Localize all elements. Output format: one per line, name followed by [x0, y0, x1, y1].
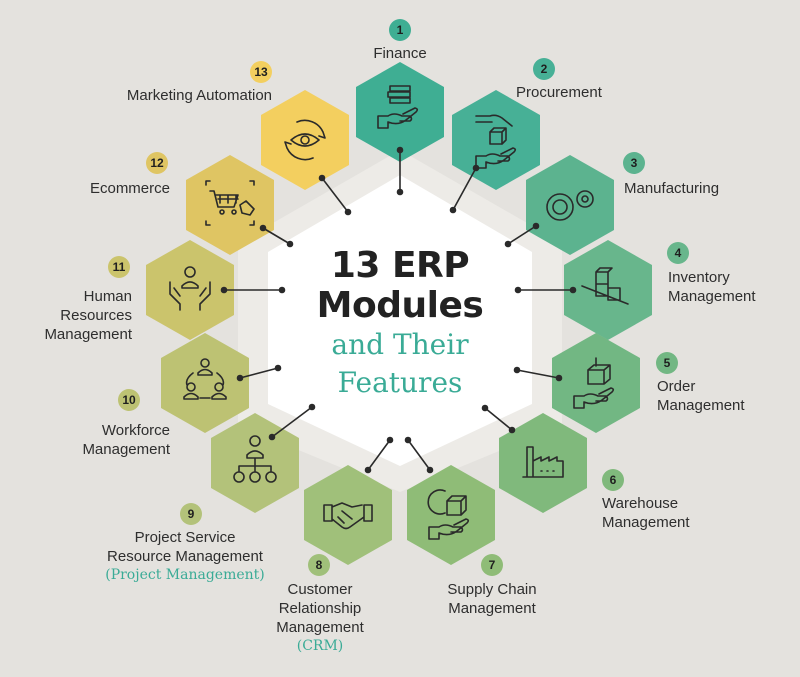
connector-dot — [396, 146, 404, 154]
badge-supply-chain: 7 — [481, 554, 503, 576]
connector-line — [452, 167, 477, 211]
connector-dot — [508, 426, 516, 434]
badge-project: 9 — [180, 503, 202, 525]
module-hexagon-11 — [146, 240, 234, 340]
badge-procurement: 2 — [533, 58, 555, 80]
label-marketing: Marketing Automation — [126, 87, 272, 104]
connector-dot — [449, 206, 457, 214]
handshake-icon — [323, 502, 373, 530]
label-procurement: Procurement — [516, 84, 602, 101]
label-hr: Human Resources Management — [44, 288, 132, 343]
connector-dot — [513, 366, 521, 374]
label-order: Order Management — [657, 378, 745, 414]
factory-icon — [522, 446, 564, 478]
badge-inventory: 4 — [667, 242, 689, 264]
connector-dot — [286, 240, 294, 248]
badge-hr: 11 — [108, 256, 130, 278]
connector-line — [407, 439, 431, 471]
badge-workforce: 10 — [118, 389, 140, 411]
org-chart-icon — [233, 435, 277, 483]
connector-dot — [504, 240, 512, 248]
label-crm: Customer Relationship Management (CRM) — [276, 581, 364, 654]
connector-dot — [268, 433, 276, 441]
connector-dot — [404, 436, 412, 444]
connector-line — [239, 367, 279, 379]
badge-order: 5 — [656, 352, 678, 374]
connector-line — [262, 227, 291, 245]
center-title: 13 ERP Modules and Their Features — [270, 246, 530, 402]
badge-marketing: 13 — [250, 61, 272, 83]
badge-finance: 1 — [389, 19, 411, 41]
connector-line — [271, 406, 313, 438]
gears-icon — [546, 190, 594, 221]
connector-line — [484, 407, 513, 431]
connector-dot — [220, 286, 228, 294]
connector-line — [321, 177, 349, 213]
title-line-2: Modules — [316, 285, 484, 326]
label-workforce: Workforce Management — [82, 422, 170, 458]
eye-cycle-icon — [284, 119, 326, 161]
module-hexagon-12 — [186, 155, 274, 255]
box-in-hand-icon — [573, 357, 615, 409]
label-supply-chain: Supply Chain Management — [447, 581, 537, 617]
connector-dot — [396, 188, 404, 196]
module-hexagon-6 — [499, 413, 587, 513]
label-manufacturing: Manufacturing — [624, 180, 720, 197]
team-cycle-icon — [183, 358, 227, 400]
connector-dot — [308, 403, 316, 411]
title-line-3: and Their — [331, 328, 469, 361]
connector-dot — [514, 286, 522, 294]
badge-manufacturing: 3 — [623, 152, 645, 174]
center-hexagon — [268, 175, 532, 466]
module-hexagon-3 — [526, 155, 614, 255]
connector-dot — [278, 286, 286, 294]
connector-line — [507, 225, 537, 245]
coins-in-hand-icon — [377, 85, 419, 129]
connector-dot — [318, 174, 326, 182]
connector-dot — [386, 436, 394, 444]
label-ecommerce: Ecommerce — [89, 180, 170, 197]
connector-dot — [236, 374, 244, 382]
rotating-box-hand-icon — [427, 489, 470, 540]
connector-dot — [555, 374, 563, 382]
connector-dot — [259, 224, 267, 232]
connector-line — [516, 369, 560, 379]
connector-dot — [569, 286, 577, 294]
module-hexagon-5 — [552, 333, 640, 433]
label-project: Project Service Resource Management (Pro… — [105, 529, 265, 583]
module-hexagon-2 — [452, 90, 540, 190]
badge-ecommerce: 12 — [146, 152, 168, 174]
shopping-cart-tag-icon — [205, 180, 255, 226]
hands-passing-box-icon — [475, 114, 517, 169]
connector-dot — [344, 208, 352, 216]
connector-dot — [532, 222, 540, 230]
badge-crm: 8 — [308, 554, 330, 576]
title-line-1: 13 ERP — [330, 245, 470, 286]
connector-dot — [274, 364, 282, 372]
label-warehouse: Warehouse Management — [602, 495, 690, 531]
connector-line — [367, 439, 391, 471]
label-finance: Finance — [373, 45, 427, 62]
title-line-4: Features — [337, 366, 463, 399]
badge-warehouse: 6 — [602, 469, 624, 491]
module-hexagon-13 — [261, 90, 349, 190]
stacked-boxes-icon — [581, 267, 629, 305]
connector-dot — [364, 466, 372, 474]
label-inventory: Inventory Management — [668, 269, 756, 305]
person-in-hands-icon — [169, 266, 211, 311]
module-hexagon-1 — [356, 62, 444, 162]
module-hexagon-10 — [161, 333, 249, 433]
connector-dot — [481, 404, 489, 412]
connector-dot — [426, 466, 434, 474]
